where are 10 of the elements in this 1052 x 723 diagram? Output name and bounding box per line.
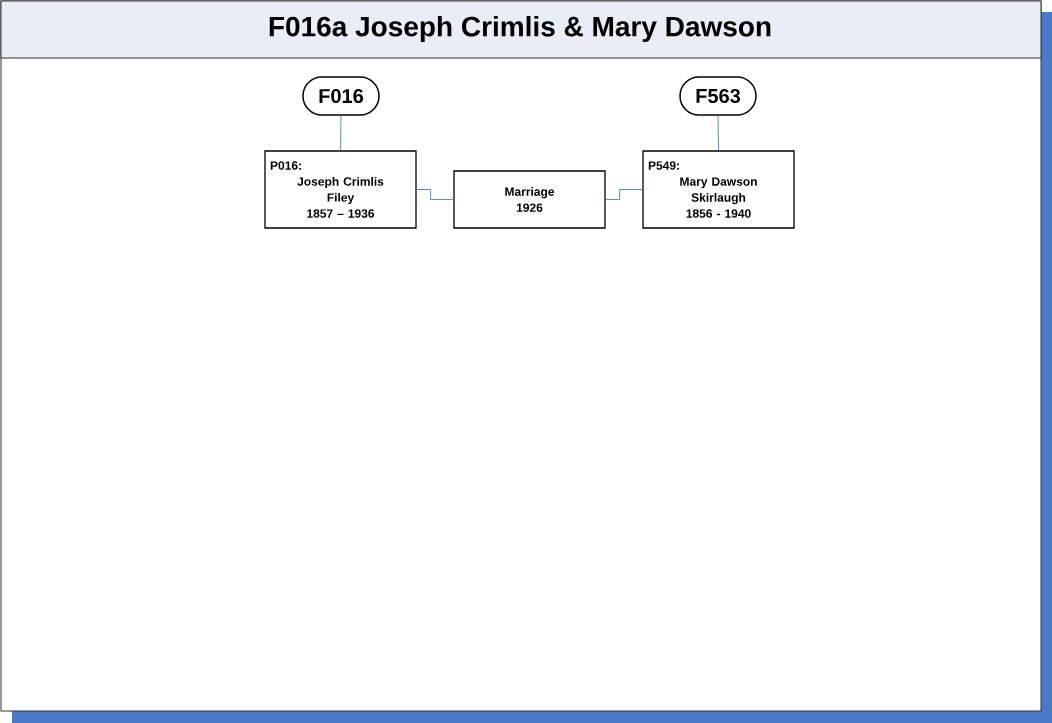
person-box: P016: Joseph Crimlis Filey 1857 – 1936 bbox=[264, 150, 417, 229]
family-tag: F563 bbox=[679, 76, 757, 116]
person-box: P549: Mary Dawson Skirlaugh 1856 - 1940 bbox=[642, 150, 795, 229]
family-tag: F016 bbox=[302, 76, 380, 116]
connector-line bbox=[416, 189, 454, 200]
connector-line bbox=[340, 115, 342, 151]
title-bar: F016a Joseph Crimlis & Mary Dawson bbox=[0, 0, 1042, 59]
connector-line bbox=[605, 189, 643, 200]
connector-line bbox=[717, 115, 719, 151]
event-box: Marriage 1926 bbox=[453, 170, 606, 229]
